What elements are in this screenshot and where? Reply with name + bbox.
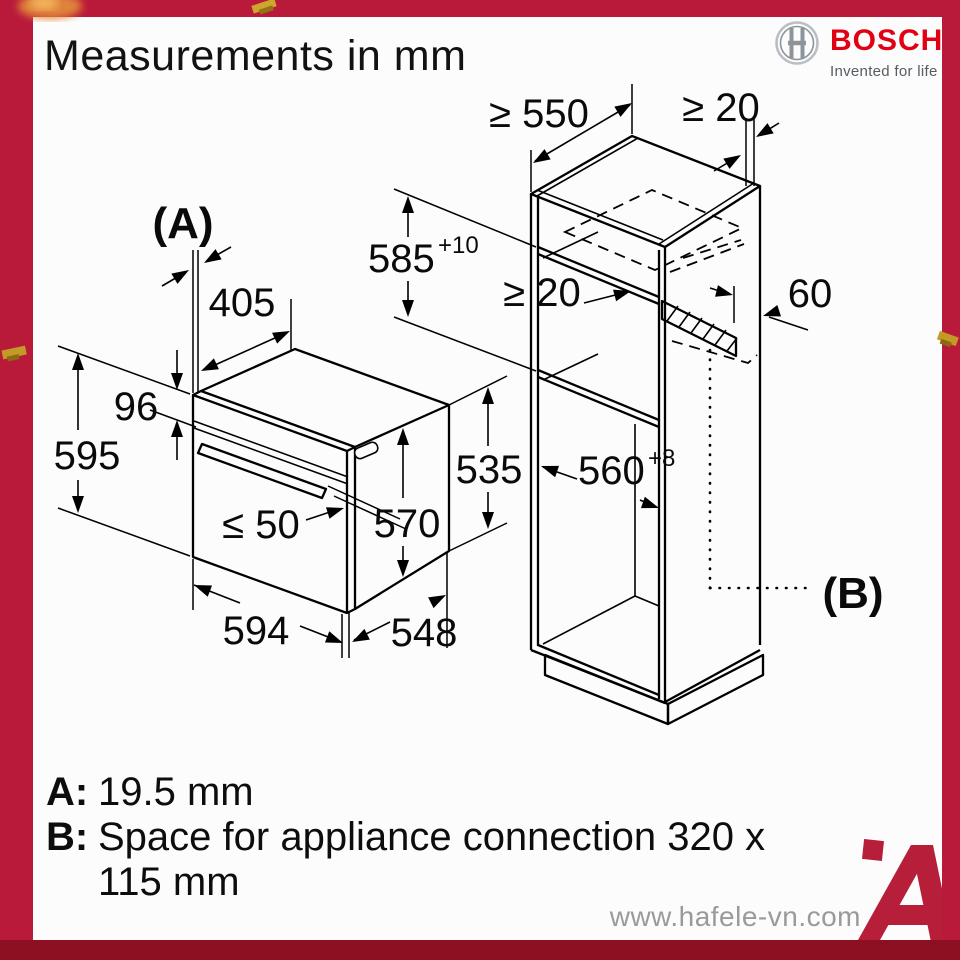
bosch-armature-icon [775,21,819,65]
confetti-ribbon-top [251,0,277,15]
legend: A: 19.5 mm B: Space for appliance connec… [46,770,765,905]
legend-value-a: 19.5 mm [98,770,254,814]
bottom-red-bar [0,940,960,960]
legend-value-b-line1: Space for appliance connection 320 x [98,815,766,859]
legend-row-a: A: 19.5 mm [46,770,765,815]
legend-key-a: A: [46,770,89,814]
legend-value-b-line2: 115 mm [98,860,240,904]
legend-row-b: B: Space for appliance connection 320 x [46,815,765,860]
page-title: Measurements in mm [44,32,467,80]
legend-key-b: B: [46,815,89,859]
legend-row-b2: 115 mm [46,860,765,905]
bosch-logo-text: BOSCH [830,24,944,57]
bosch-tagline: Invented for life [830,63,938,80]
confetti-ribbon-left [1,345,27,362]
bosch-brand-block: BOSCH Invented for life [774,20,943,80]
watermark-url: www.hafele-vn.com [609,901,861,932]
drawing-panel [33,17,942,940]
